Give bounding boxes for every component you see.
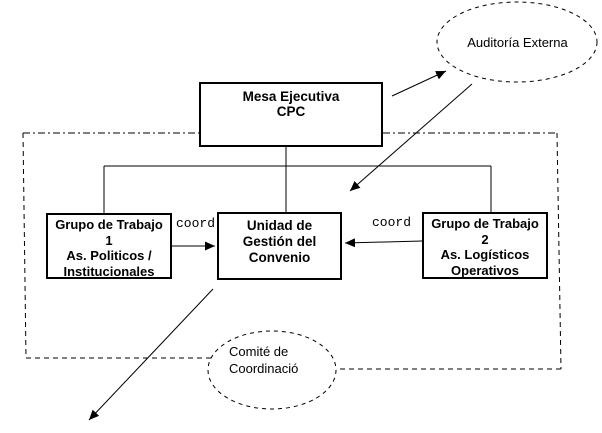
auditoria-externa-label: Auditoría Externa	[467, 35, 568, 50]
node-unidad-gestion-convenio: Unidad de Gestión del Convenio	[217, 212, 342, 280]
arrow-auditoria-to-unidad	[349, 83, 473, 192]
arrow-grupo2-to-unidad	[344, 238, 423, 248]
comite-coordinacion-label: Comité de Coordinació	[229, 344, 299, 376]
coord-label-right: coord	[372, 215, 412, 230]
comite-ellipse	[207, 330, 337, 410]
coord-label-left: coord	[176, 216, 216, 231]
node-grupo-trabajo-1: Grupo de Trabajo 1 As. Politicos / Insti…	[46, 213, 172, 279]
hierarchy-connector	[103, 146, 492, 213]
node-mesa-ejecutiva: Mesa Ejecutiva CPC	[199, 82, 383, 147]
auditoria-ellipse	[436, 1, 598, 83]
node-grupo-trabajo-2: Grupo de Trabajo 2 As. Logísticos Operat…	[422, 212, 548, 279]
arrow-mesa-to-auditoria	[391, 70, 447, 97]
dashed-boundary-sides	[22, 132, 562, 370]
arrow-unidad-to-external	[88, 288, 214, 421]
